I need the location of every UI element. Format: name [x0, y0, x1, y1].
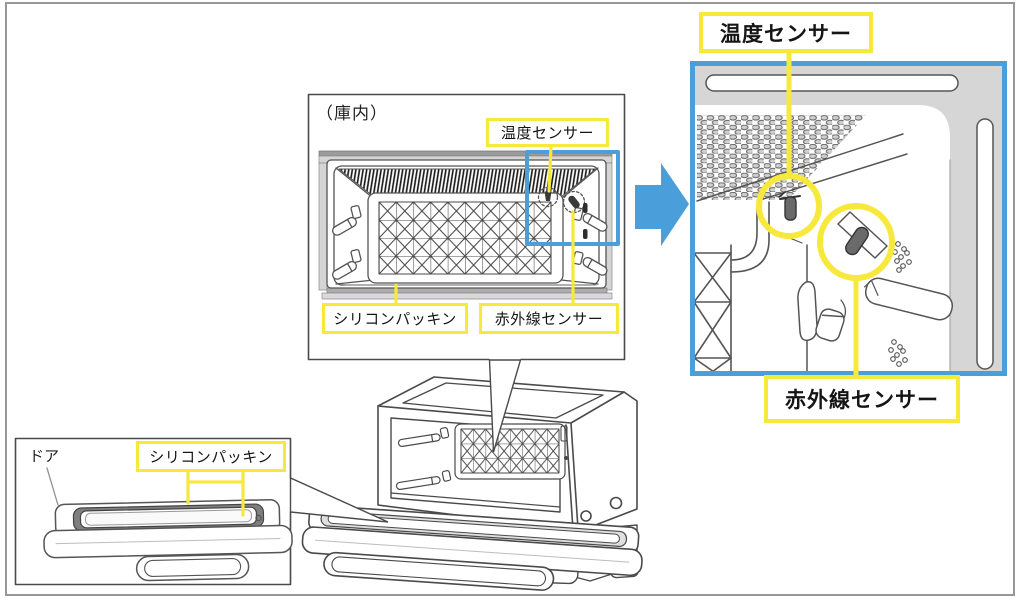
zoom-panel-content: [695, 66, 1002, 371]
cavity-panel: [307, 93, 626, 361]
door-leader-line: [46, 467, 59, 506]
door-panel: [14, 437, 293, 586]
cavity-panel-title: （庫内）: [316, 104, 388, 123]
door-packing-leader-lines: [186, 470, 245, 517]
door-label: ドア: [29, 448, 60, 465]
infrared-sensor-label-cavity: 赤外線センサー: [479, 303, 619, 334]
right-rail-lower: [572, 250, 608, 276]
left-rail-lower: [331, 248, 362, 280]
silicone-packing-label-door: シリコンパッキン: [136, 441, 286, 472]
cavity-leader-lines: [394, 145, 575, 306]
zoom-back-wall-grid: [695, 244, 732, 371]
cavity-pointer: [488, 359, 522, 453]
silicone-packing-label-cavity: シリコンパッキン: [322, 303, 468, 334]
door-handle: [135, 553, 250, 582]
oven-door-handle: [323, 551, 555, 591]
speckles-upper: [892, 241, 912, 273]
oven-illustration: [301, 376, 643, 591]
cavity-interior-illustration: [318, 150, 613, 300]
oven-open-door: [301, 504, 643, 591]
infrared-sensor-label-zoom: 赤外線センサー: [764, 375, 960, 423]
infrared-sensor-zoom-icon: [837, 211, 888, 259]
temp-sensor-label-zoom: 温度センサー: [699, 12, 873, 53]
temp-sensor-label-cavity: 温度センサー: [486, 118, 609, 147]
zoom-leader-lines: [786, 52, 859, 376]
temp-sensor-zoom-icon: [778, 191, 801, 221]
zoom-arrow-icon: [635, 163, 689, 246]
zoom-panel: [690, 52, 1007, 376]
left-rail-upper: [331, 204, 362, 236]
speckles-lower: [888, 339, 908, 367]
door-pointer: [289, 476, 389, 523]
door-illustration: [43, 498, 293, 582]
